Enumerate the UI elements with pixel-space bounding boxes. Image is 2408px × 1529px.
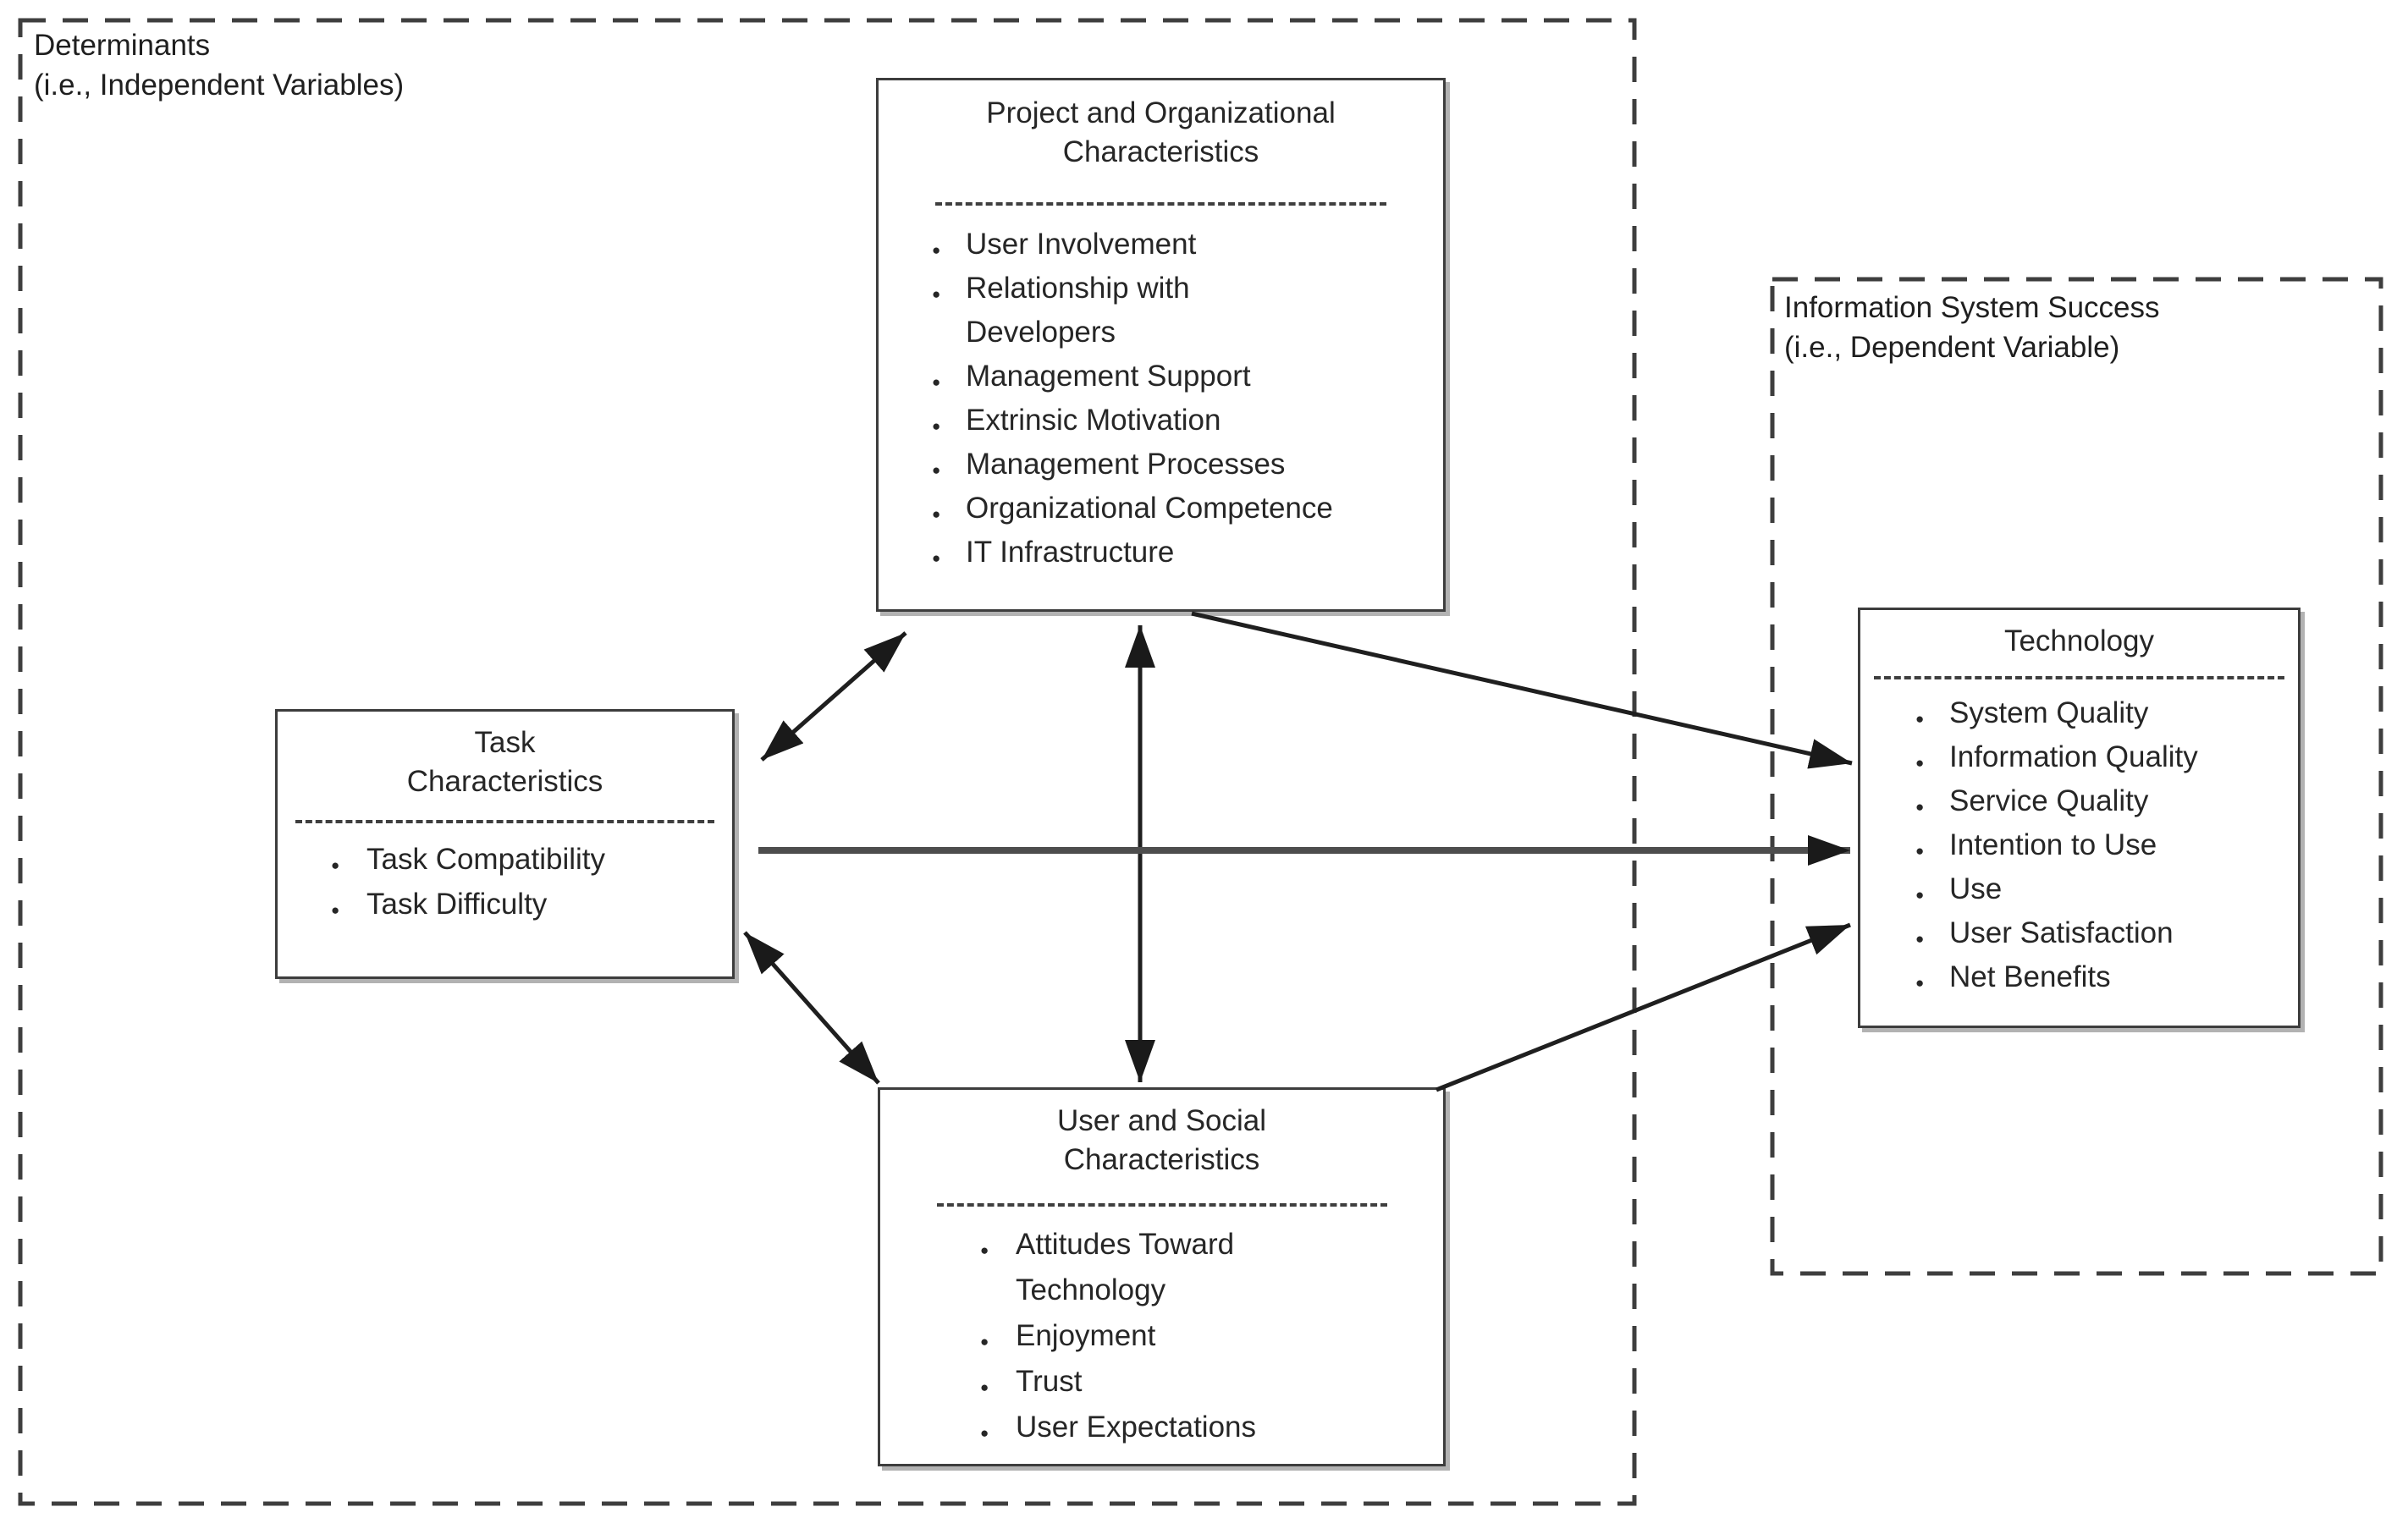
list-item: Management Processes — [932, 443, 1443, 492]
list-item: Attitudes Toward Technology — [980, 1222, 1443, 1313]
technology-box-title: Technology — [2003, 624, 2155, 657]
user-social-characteristics-box: User and Social Characteristics Attitude… — [878, 1087, 1446, 1466]
user-social-box-list: Attitudes Toward Technology Enjoyment Tr… — [880, 1222, 1443, 1456]
task-box-separator — [295, 820, 714, 823]
user-social-box-separator — [936, 1203, 1387, 1207]
list-item: Enjoyment — [980, 1313, 1443, 1365]
list-item: Service Quality — [1915, 779, 2298, 829]
list-item: Trust — [980, 1359, 1443, 1411]
list-item: Extrinsic Motivation — [932, 399, 1443, 448]
task-box-title: Task Characteristics — [406, 726, 603, 798]
determinants-label-line1: Determinants — [34, 29, 211, 62]
user-social-box-title: User and Social Characteristics — [1056, 1104, 1267, 1176]
is-success-label-line2: (i.e., Dependent Variable) — [1784, 331, 2120, 364]
list-item: IT Infrastructure — [932, 531, 1443, 580]
technology-box: Technology System Quality Information Qu… — [1858, 608, 2301, 1028]
list-item: Organizational Competence — [932, 487, 1443, 536]
determinants-region-label: Determinants (i.e., Independent Variable… — [34, 25, 404, 105]
arrow-task-project — [760, 631, 907, 762]
list-item: Intention to Use — [1915, 823, 2298, 873]
technology-box-list: System Quality Information Quality Servi… — [1860, 691, 2298, 1005]
list-item: Task Difficulty — [331, 882, 732, 932]
arrow-task-usersocial — [743, 931, 880, 1085]
task-characteristics-box: Task Characteristics Task Compatibility … — [275, 709, 735, 979]
project-box-list: User Involvement Relationship with Devel… — [879, 223, 1443, 580]
list-item: Task Compatibility — [331, 837, 732, 888]
list-item: Management Support — [932, 355, 1443, 404]
is-success-region-label: Information System Success (i.e., Depend… — [1784, 288, 2160, 367]
arrow-project-technology — [1191, 611, 1853, 769]
list-item: Relationship with Developers — [932, 267, 1443, 355]
list-item: User Satisfaction — [1915, 911, 2298, 961]
is-success-label-line1: Information System Success — [1784, 291, 2160, 324]
project-box-separator — [934, 202, 1387, 206]
project-box-title: Project and Organizational Characteristi… — [986, 96, 1336, 168]
list-item: Use — [1915, 867, 2298, 917]
list-item: User Expectations — [980, 1405, 1443, 1456]
list-item: User Involvement — [932, 223, 1443, 272]
arrow-usersocial-technology — [1435, 922, 1851, 1092]
list-item: Information Quality — [1915, 735, 2298, 785]
project-organizational-characteristics-box: Project and Organizational Characteristi… — [876, 78, 1446, 612]
determinants-label-line2: (i.e., Independent Variables) — [34, 69, 405, 102]
list-item: System Quality — [1915, 691, 2298, 741]
technology-box-separator — [1873, 676, 2285, 679]
task-box-list: Task Compatibility Task Difficulty — [278, 837, 732, 932]
list-item: Net Benefits — [1915, 955, 2298, 1005]
